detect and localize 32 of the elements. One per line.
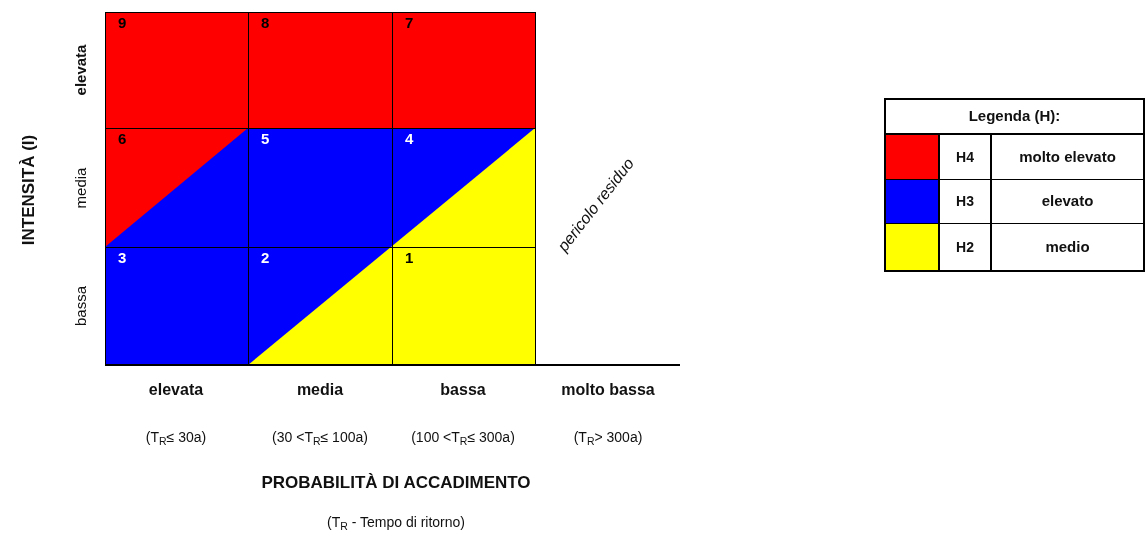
legend-text: elevato [1041, 191, 1094, 212]
legend-code: H4 [956, 147, 974, 167]
legend-text: medio [1045, 236, 1090, 257]
legend-title: Legenda (H): [968, 106, 1061, 127]
cell-number: 8 [261, 15, 270, 30]
legend-code: H2 [956, 237, 974, 257]
row-label: elevata [72, 44, 88, 96]
cell-number: 4 [405, 131, 414, 146]
column-label: molto bassa [561, 382, 655, 398]
column-label: media [296, 382, 344, 398]
cell-number: 2 [261, 250, 270, 265]
cell-number: 1 [405, 250, 414, 265]
cell-number: 7 [405, 15, 414, 30]
cell-number: 5 [261, 131, 270, 146]
range-label: (30 <T$_{R}$≤ 100a) [272, 430, 368, 444]
matrix-cell [105, 12, 249, 129]
range-label: (T$_{R}$≤ 30a) [145, 430, 207, 444]
matrix-cell [392, 12, 536, 129]
column-label: elevata [148, 382, 204, 398]
axis-subtitle: (T$_{R}$ - Tempo di ritorno) [327, 515, 465, 529]
cell-number: 3 [118, 250, 127, 265]
row-label: bassa [72, 286, 88, 326]
range-label: (100 <T$_{R}$≤ 300a) [411, 430, 515, 444]
range-label: (T$_{R}$> 300a) [573, 430, 643, 444]
column-label: bassa [440, 382, 486, 398]
cell-number: 6 [118, 131, 127, 146]
legend-code: H3 [956, 192, 974, 211]
row-label: media [72, 167, 88, 209]
axis-title: INTENSITÀ (I) [19, 134, 37, 246]
cell-number: 9 [118, 15, 127, 30]
legend-text: molto elevato [1019, 146, 1116, 167]
axis-title: PROBABILITÀ DI ACCADIMENTO [261, 473, 531, 491]
